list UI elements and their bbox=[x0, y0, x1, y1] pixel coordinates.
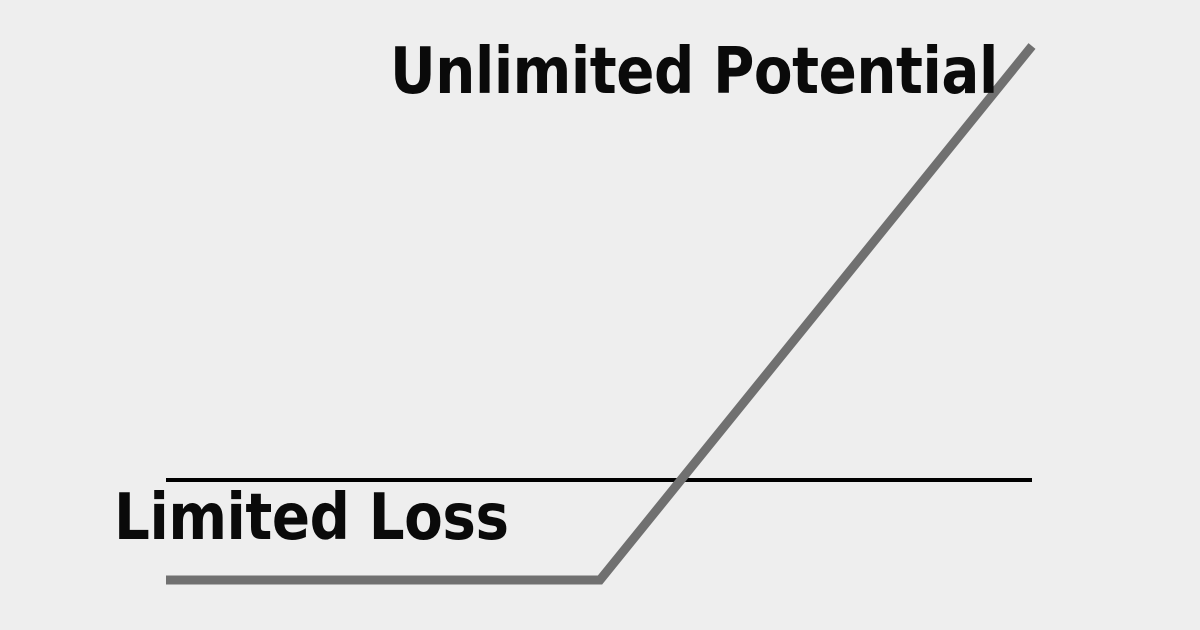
downside-label: Limited Loss bbox=[114, 481, 509, 555]
upside-label: Unlimited Potential bbox=[390, 35, 998, 109]
payoff-curve-line bbox=[166, 43, 1036, 585]
